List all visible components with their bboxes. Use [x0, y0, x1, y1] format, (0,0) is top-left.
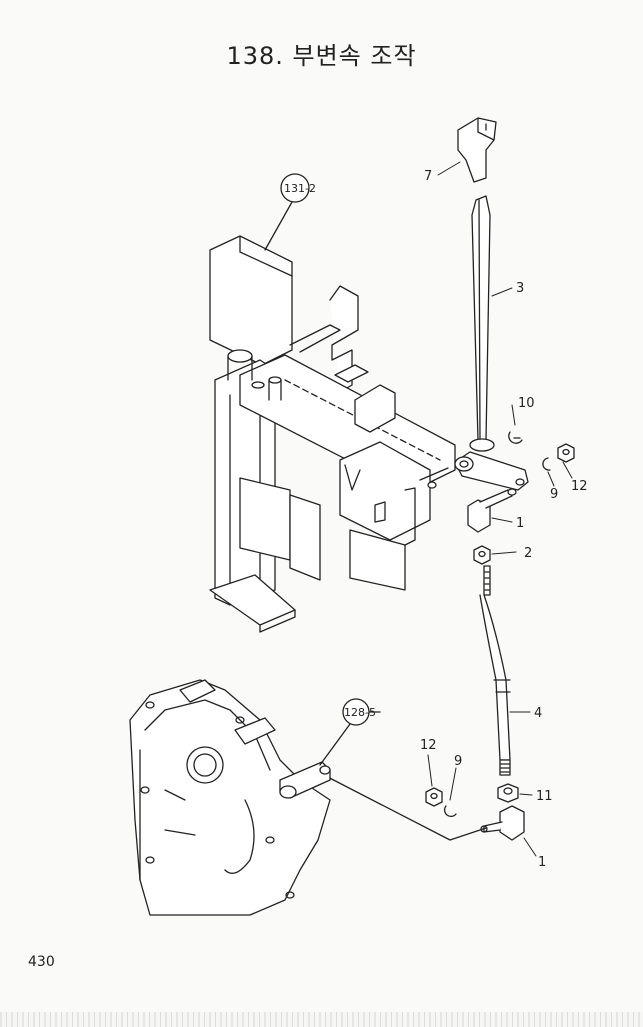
callout-12: 12 [571, 479, 588, 494]
nut-12 [557, 443, 575, 463]
clip-9-lower [443, 805, 457, 818]
callout-7: 7 [424, 169, 432, 184]
shift-knob [457, 117, 497, 183]
shift-lever [469, 195, 495, 452]
callout-11: 11 [536, 789, 553, 804]
callout-2: 2 [524, 546, 532, 561]
reference-label-131: 131-2 [284, 182, 316, 195]
clip-10 [508, 431, 523, 444]
callout-12-lower: 12 [420, 738, 437, 753]
reference-label-128: 128-5 [344, 706, 376, 719]
callout-10: 10 [518, 396, 535, 411]
scan-edge-strip [0, 1012, 643, 1027]
callout-leaders [427, 161, 573, 857]
reference-circle-128 [319, 698, 381, 766]
ball-joint-1-lower [480, 805, 525, 841]
control-cable-4 [479, 565, 511, 776]
transmission-housing [129, 679, 331, 916]
nut-2 [473, 545, 491, 565]
nut-12-lower [425, 787, 443, 807]
callout-3: 3 [516, 281, 524, 296]
callout-4: 4 [534, 706, 542, 721]
mounting-bracket [209, 235, 456, 633]
ball-joint-1 [467, 488, 517, 533]
reference-circle-131 [264, 173, 310, 251]
callout-9: 9 [550, 487, 558, 502]
lever-arm [454, 451, 529, 491]
clip-9 [542, 457, 551, 471]
callout-1: 1 [516, 516, 524, 531]
nut-11 [497, 783, 519, 803]
callout-9-lower: 9 [454, 754, 462, 769]
page-number: 430 [28, 954, 55, 970]
page-title: 138. 부변속 조작 [226, 42, 417, 70]
callout-1-lower: 1 [538, 855, 546, 870]
